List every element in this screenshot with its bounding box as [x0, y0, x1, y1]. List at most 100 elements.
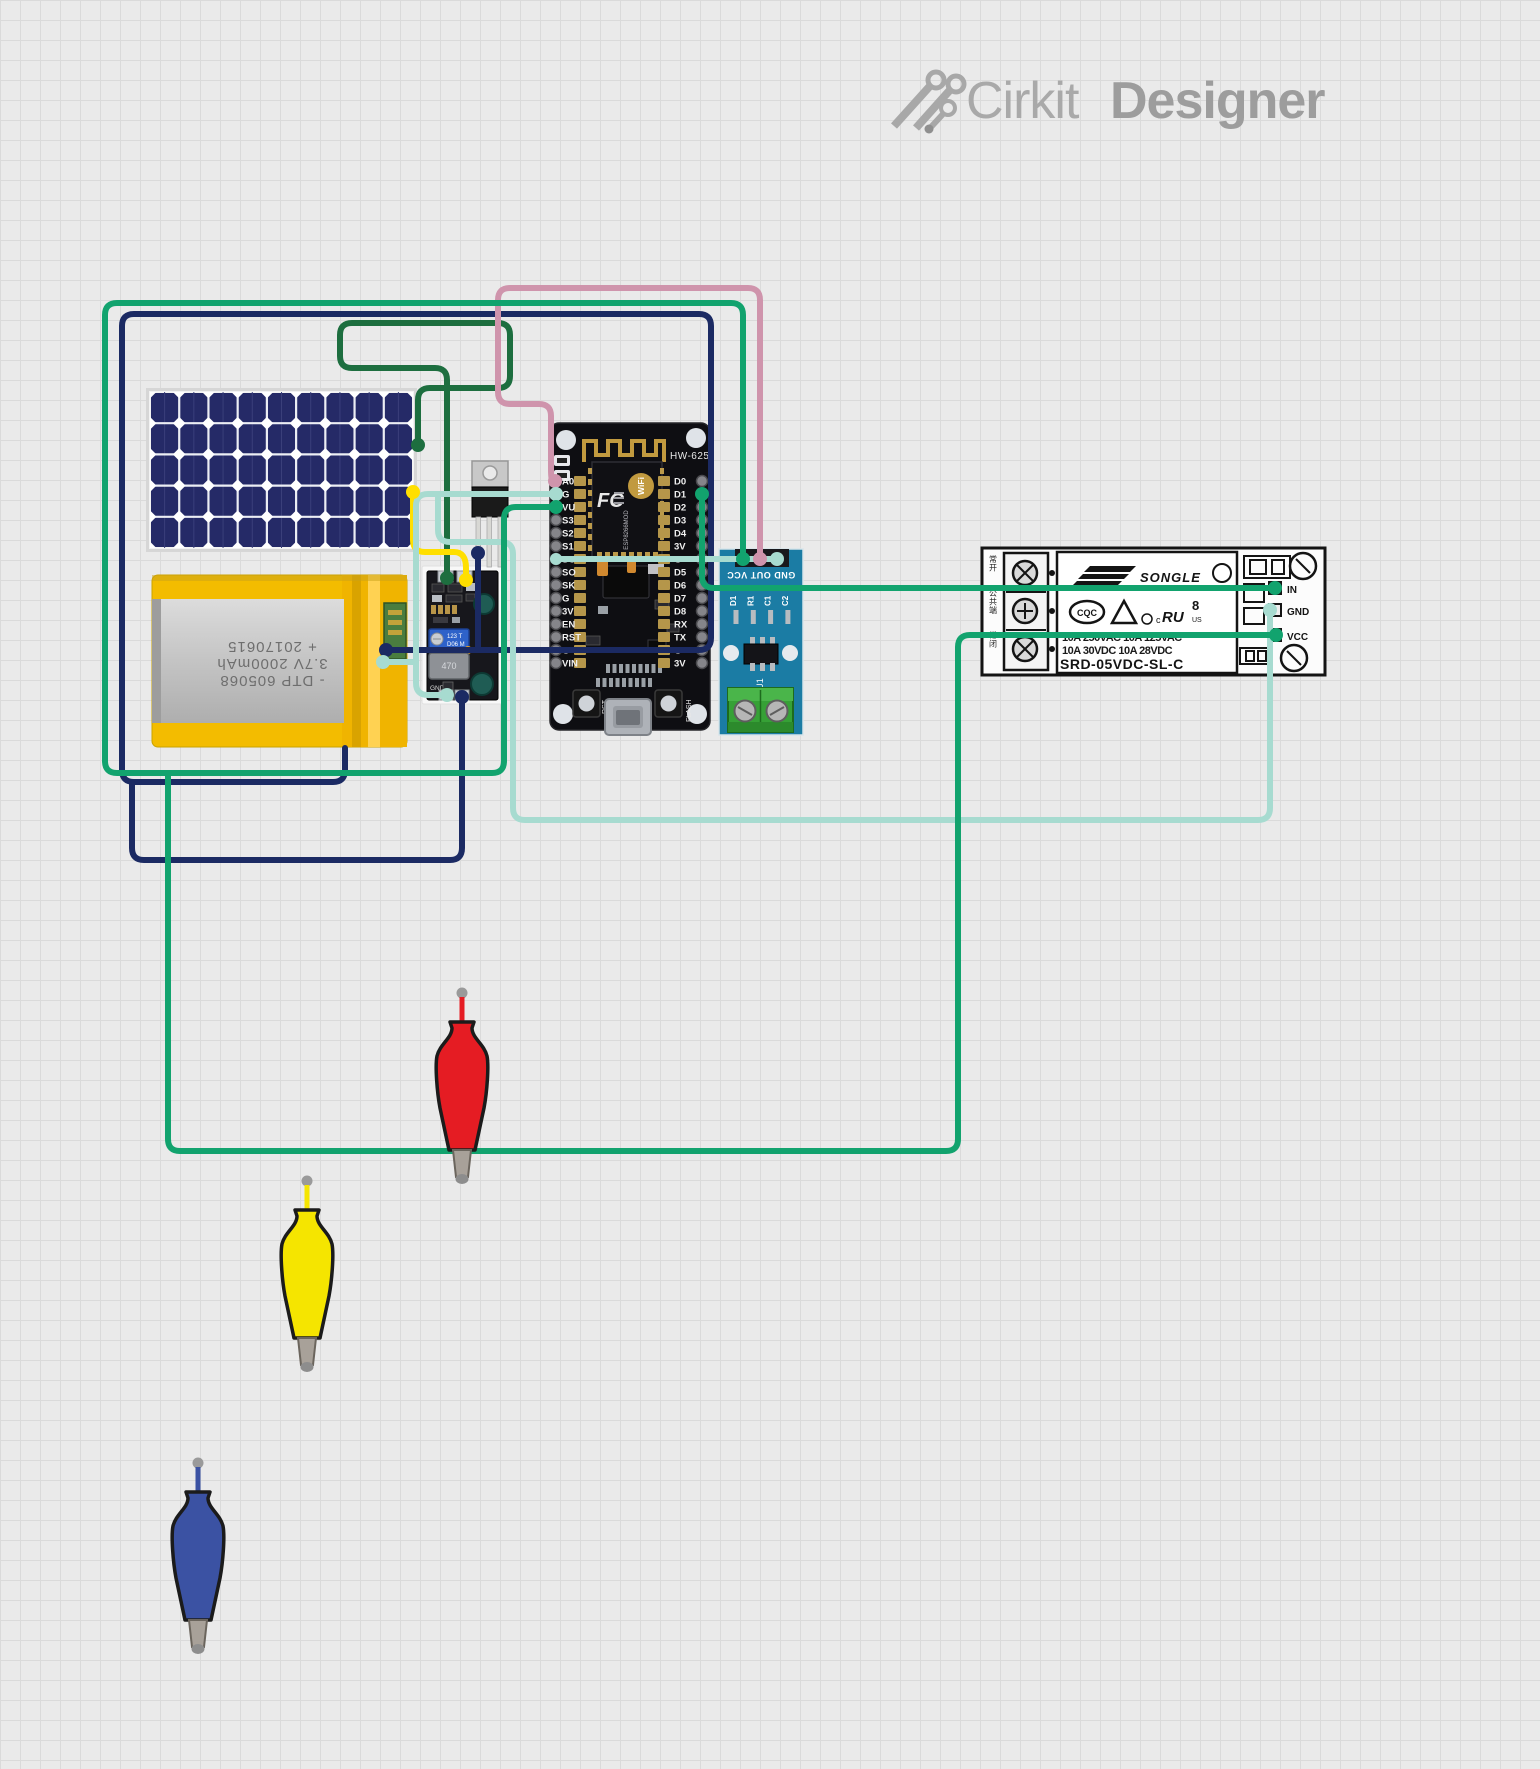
pin-label: G — [562, 490, 569, 501]
pin-label: D4 — [674, 529, 687, 540]
svg-text:GND: GND — [1287, 607, 1309, 618]
pin-label: EN — [562, 620, 575, 631]
svg-text:3.7V 2000mAh: 3.7V 2000mAh — [216, 655, 327, 672]
cirkit-designer-logo: Cirkit Designer — [891, 69, 1326, 134]
svg-text:ESP8266MOD: ESP8266MOD — [624, 510, 630, 550]
nodemcu-pin-left-s3[interactable] — [549, 513, 563, 527]
pin-label: D3 — [674, 516, 686, 527]
wire-battery-negative-loop[interactable] — [119, 311, 714, 785]
nodemcu-pin-left-rst[interactable] — [549, 630, 563, 644]
alligator-clip-yellow[interactable] — [279, 1175, 335, 1373]
wires-layer — [102, 285, 1283, 1154]
lipo-battery[interactable]: - DTP 605068 3.7V 2000mAh + 20170615 — [151, 574, 408, 748]
battery-print: - DTP 605068 3.7V 2000mAh + 20170615 — [216, 638, 327, 689]
wire-d1-relay-in[interactable] — [699, 491, 1278, 591]
nodemcu-pin-right-tx[interactable] — [695, 630, 709, 644]
wire-solar-positive[interactable] — [337, 320, 513, 581]
alligator-clip-blue[interactable] — [170, 1457, 226, 1655]
svg-text:SONGLE: SONGLE — [1140, 570, 1201, 585]
pin-label: A0 — [562, 477, 574, 488]
svg-text:HW-625: HW-625 — [670, 451, 710, 462]
wire-module-ground[interactable] — [129, 694, 465, 863]
nodemcu-board[interactable]: HW-625 FC WiFi ESP8266MOD RST FLASH — [549, 422, 711, 736]
board-hole — [686, 428, 706, 448]
pin-label: S3 — [562, 516, 574, 527]
sensor-component-label: C1 — [764, 595, 773, 606]
micro-usb-port[interactable] — [604, 698, 652, 736]
nodemcu-pin-right-rx[interactable] — [695, 617, 709, 631]
pin-label: TX — [674, 633, 687, 644]
wire-endpoints — [376, 438, 1283, 704]
nodemcu-pin-right-3v[interactable] — [695, 656, 709, 670]
nodemcu-pin-left-3v[interactable] — [549, 604, 563, 618]
nodemcu-pin-right-d0[interactable] — [695, 474, 709, 488]
board-hole — [687, 704, 707, 724]
pin-label: RST — [562, 633, 581, 644]
pin-label: D8 — [674, 607, 686, 618]
svg-text:FLASH: FLASH — [686, 699, 693, 722]
pin-label: RX — [674, 620, 688, 631]
relay-terminal-label: 公共端 — [989, 589, 997, 615]
svg-text:VCC: VCC — [1287, 632, 1308, 643]
pin-label: D6 — [674, 581, 686, 592]
wire-relay-gnd[interactable] — [435, 491, 1273, 823]
pin-label: 3V — [674, 542, 686, 553]
pin-label: VIN — [562, 659, 578, 670]
nodemcu-pin-left-vin[interactable] — [549, 656, 563, 670]
wire-relay-vcc-loop[interactable] — [165, 632, 1279, 1154]
pin-label: 3V — [562, 607, 574, 618]
screw-terminal[interactable] — [727, 687, 794, 733]
pin-label: SO — [562, 568, 576, 579]
wire-vu-sensor-vcc[interactable] — [102, 300, 746, 776]
svg-text:GND: GND — [430, 685, 445, 692]
svg-text:c: c — [1156, 615, 1161, 625]
mounting-hole — [1279, 643, 1309, 673]
pin-label: S2 — [562, 529, 574, 540]
nodemcu-pin-right-d8[interactable] — [695, 604, 709, 618]
flash-button[interactable]: FLASH — [654, 689, 693, 722]
svg-text:10A 30VDC 10A 28VDC: 10A 30VDC 10A 28VDC — [1062, 645, 1173, 657]
svg-text:8: 8 — [1192, 598, 1199, 613]
nodemcu-pin-left-s2[interactable] — [549, 526, 563, 540]
nodemcu-pin-left-sk[interactable] — [549, 578, 563, 592]
svg-text:- DTP 605068: - DTP 605068 — [219, 672, 324, 689]
panel-cells — [150, 392, 413, 548]
nodemcu-pin-left-g[interactable] — [549, 591, 563, 605]
nodemcu-pin-left-so[interactable] — [549, 565, 563, 579]
svg-text:U1: U1 — [755, 678, 765, 690]
svg-text:US: US — [1192, 617, 1202, 624]
svg-text:470: 470 — [441, 661, 456, 671]
wire-a0-sensor-out[interactable] — [495, 285, 763, 562]
songle-logo — [1072, 566, 1136, 586]
board-hole — [556, 430, 576, 450]
pin-label: G — [562, 594, 569, 605]
charger-module[interactable]: 123 T D06 M 470 GND — [421, 565, 505, 705]
pin-label: SK — [562, 581, 575, 592]
pin-label: 3V — [674, 659, 686, 670]
nodemcu-pin-left-en[interactable] — [549, 617, 563, 631]
pin-label: D7 — [674, 594, 686, 605]
nodemcu-pin-left-s1[interactable] — [549, 539, 563, 553]
pin-label: D2 — [674, 503, 686, 514]
mounting-hole — [1288, 551, 1318, 581]
board-hole — [553, 704, 573, 724]
solar-panel[interactable] — [144, 386, 420, 555]
pin-label: VU — [562, 503, 575, 514]
mounting-hole — [482, 465, 498, 481]
sensor-header-label: GND OUT VCC — [727, 570, 796, 580]
logo-icon — [891, 69, 967, 134]
svg-text:IN: IN — [1287, 585, 1297, 596]
svg-text:+ 20170615: + 20170615 — [227, 638, 317, 655]
svg-text:SRD-05VDC-SL-C: SRD-05VDC-SL-C — [1060, 656, 1184, 672]
wire-gpin-module-gnd[interactable] — [413, 491, 559, 698]
nodemcu-pin-right-d7[interactable] — [695, 591, 709, 605]
sensor-component-label: R1 — [746, 595, 755, 606]
pin-label: D5 — [674, 568, 687, 579]
logo-brand: Cirkit — [966, 72, 1080, 130]
pin-label: D1 — [674, 490, 687, 501]
sensor-component-label: C2 — [781, 595, 790, 606]
svg-text:WiFi: WiFi — [636, 477, 646, 495]
alligator-clip-red[interactable] — [434, 987, 490, 1185]
